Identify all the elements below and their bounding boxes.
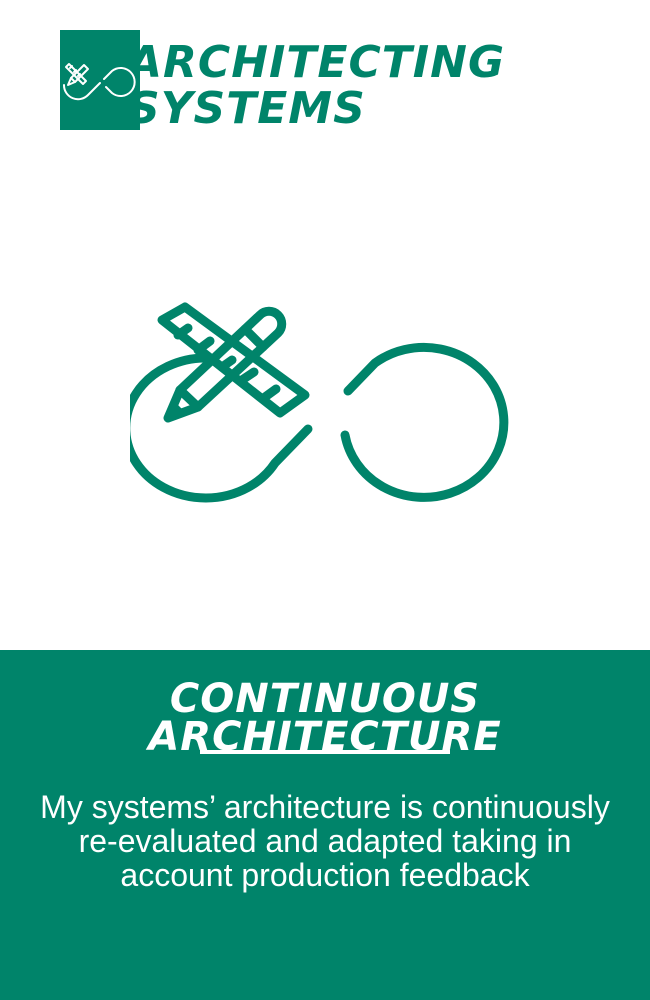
feature-description-line2: re-evaluated and adapted taking in	[78, 823, 572, 859]
brand-title-line2: SYSTEMS	[128, 83, 366, 134]
feature-description-line1: My systems’ architecture is continuously	[40, 789, 610, 825]
feature-panel: CONTINUOUS ARCHITECTURE My systems’ arch…	[0, 650, 650, 1000]
pencil-ruler-infinity-icon	[62, 63, 136, 101]
pencil-ruler-infinity-icon	[130, 302, 509, 503]
feature-title: CONTINUOUS ARCHITECTURE	[0, 676, 650, 757]
title-underline	[200, 750, 450, 754]
brand-title-line1: ARCHITECTING	[128, 37, 506, 88]
feature-description: My systems’ architecture is continuously…	[0, 790, 650, 892]
brand-logo[interactable]	[60, 30, 140, 130]
brand-title: ARCHITECTING SYSTEMS	[128, 40, 505, 132]
feature-description-line3: account production feedback	[120, 857, 530, 893]
feature-title-line1: CONTINUOUS	[169, 676, 481, 722]
